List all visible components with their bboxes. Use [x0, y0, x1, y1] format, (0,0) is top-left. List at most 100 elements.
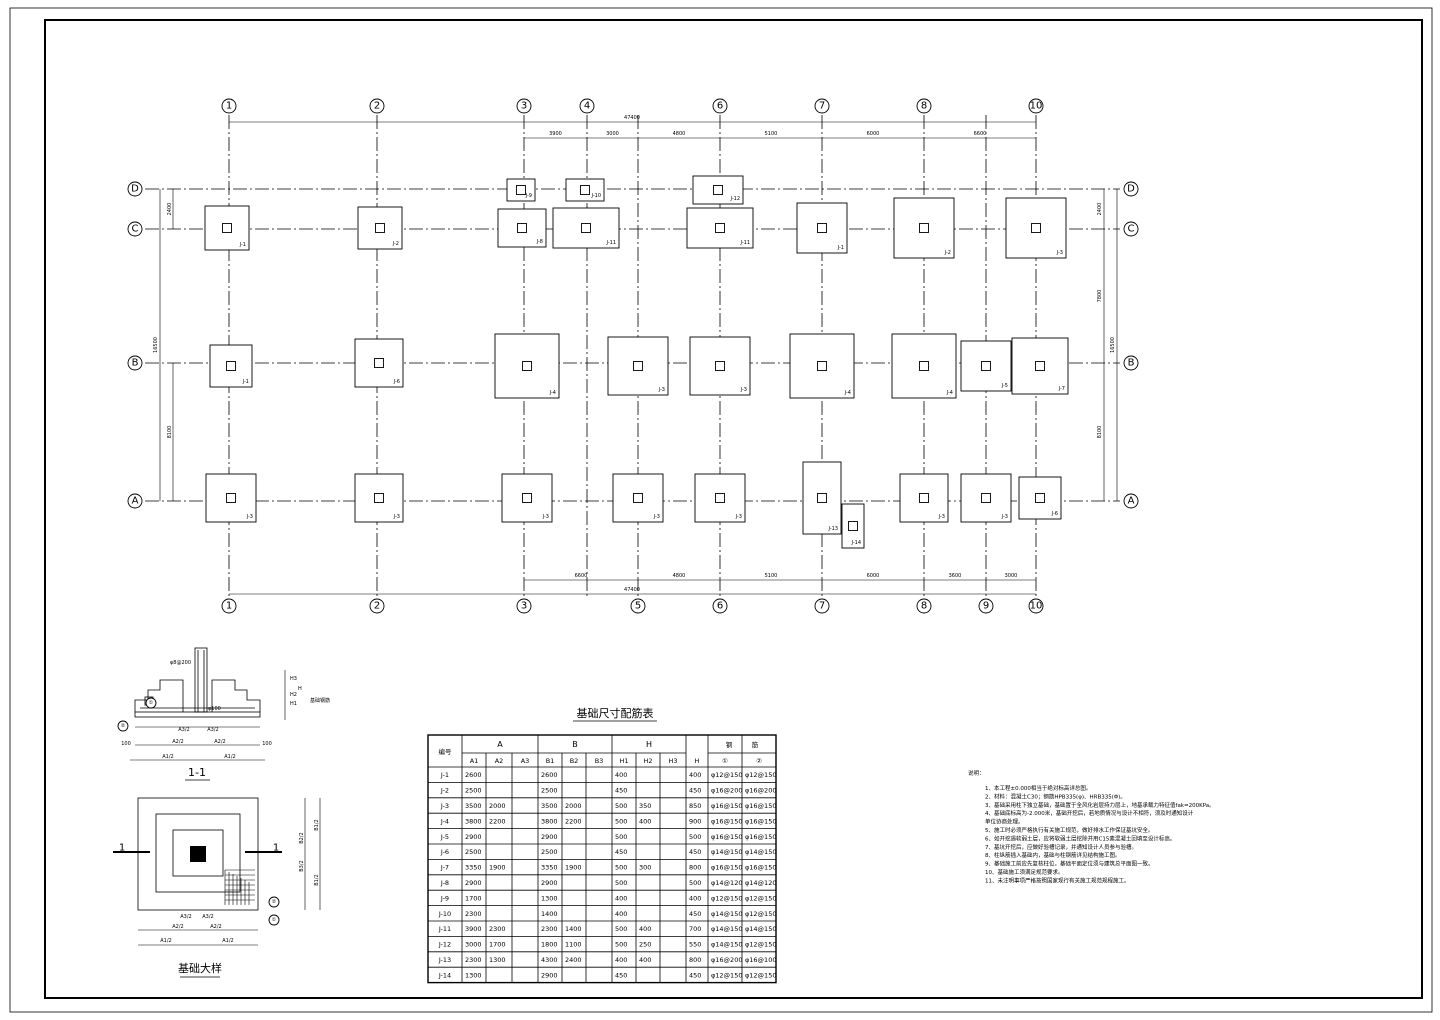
- detail-label: A2/2: [210, 924, 221, 930]
- axis-bubble: [1123, 355, 1139, 371]
- table-cell: 400: [615, 771, 627, 779]
- table-cell: 400: [639, 925, 651, 933]
- table-cell: 1700: [489, 941, 506, 949]
- table-cell: φ16@150: [745, 817, 776, 825]
- axis-bubble: [127, 355, 143, 371]
- axis-bubble: [127, 493, 143, 509]
- table-cell: φ16@200: [711, 956, 742, 964]
- footing-tag: J-2: [392, 241, 399, 247]
- dimension-value: 8100: [167, 426, 173, 439]
- table-cell: 2300: [489, 925, 506, 933]
- table-cell: 2600: [465, 771, 482, 779]
- table-subheader: ②: [756, 757, 762, 765]
- axis-bubble: [221, 598, 237, 614]
- axis-label: C: [132, 224, 139, 235]
- table-cell: 4300: [541, 956, 558, 964]
- table-cell: 2200: [489, 817, 506, 825]
- table-cell: 2300: [465, 910, 482, 918]
- table-cell: J-8: [440, 879, 449, 887]
- table-cell: 400: [615, 910, 627, 918]
- column-square: [919, 223, 929, 233]
- table-subheader: B2: [570, 757, 579, 765]
- footing-tag: J-1: [242, 379, 249, 385]
- column-square: [919, 361, 929, 371]
- table-cell: 350: [639, 802, 651, 810]
- table-cell: 450: [615, 787, 627, 795]
- detail-title: 基础大样: [178, 961, 222, 975]
- table-cell: φ16@200: [711, 787, 742, 795]
- table-cell: 2400: [565, 956, 582, 964]
- footing-tag: J-6: [1051, 511, 1058, 517]
- section-label: φ8@200: [170, 660, 191, 666]
- axis-bubble: [1123, 221, 1139, 237]
- axis-label: 1: [226, 101, 232, 112]
- table-cell: 500: [615, 833, 627, 841]
- column-square: [919, 493, 929, 503]
- table-cell: 1300: [465, 971, 482, 979]
- table-cell: φ12@150: [711, 771, 742, 779]
- table-cell: 2600: [541, 771, 558, 779]
- axis-label: 2: [374, 601, 380, 612]
- column-square: [581, 223, 591, 233]
- detail-label: A3/2: [202, 914, 213, 920]
- rebar-mark: [145, 697, 157, 709]
- table-cell: 400: [615, 894, 627, 902]
- dimension-value: 3600: [949, 573, 962, 579]
- table-cell: 700: [689, 925, 701, 933]
- table-subheader: A3: [521, 757, 530, 765]
- outer-border: [9, 7, 1433, 1013]
- table-cell: 3350: [541, 864, 558, 872]
- table-cell: φ12@150: [711, 971, 742, 979]
- table-cell: φ12@150: [745, 910, 776, 918]
- detail-label: B1/2: [314, 874, 320, 885]
- axis-bubble: [978, 598, 994, 614]
- note-item: 11、未注明事项严格按照国家现行有关施工规范规程施工。: [985, 876, 1130, 884]
- footing-tag: J-1: [837, 245, 844, 251]
- table-cell: J-6: [440, 848, 449, 856]
- table-cell: φ16@150: [745, 864, 776, 872]
- column-square: [981, 361, 991, 371]
- dimension-value: 6600: [974, 131, 987, 137]
- note-item: 单位协商处理。: [985, 818, 1024, 826]
- detail-label: A1/2: [222, 938, 233, 944]
- table-cell: 250: [639, 941, 651, 949]
- axis-label: 3: [521, 601, 527, 612]
- axis-bubble: [516, 98, 532, 114]
- section-label: 基础钢筋: [310, 697, 330, 704]
- table-cell: 2200: [565, 817, 582, 825]
- table-cell: 450: [689, 848, 701, 856]
- axis-bubble: [1028, 598, 1044, 614]
- column-square: [633, 493, 643, 503]
- axis-bubble: [630, 598, 646, 614]
- axis-label: C: [1128, 224, 1135, 235]
- rebar-mark: [268, 896, 280, 908]
- table-cell: 900: [689, 817, 701, 825]
- table-cell: 450: [689, 971, 701, 979]
- column-square: [817, 493, 827, 503]
- axis-bubble: [516, 598, 532, 614]
- column-square: [817, 361, 827, 371]
- table-header: A: [497, 740, 503, 749]
- table-header: 钢: [726, 741, 733, 749]
- table-cell: 1900: [489, 864, 506, 872]
- rebar-mark-label: ②: [121, 723, 126, 729]
- table-subheader: B1: [546, 757, 555, 765]
- table-cell: J-14: [438, 971, 451, 979]
- table-cell: 500: [615, 879, 627, 887]
- detail-label: A3/2: [180, 914, 191, 920]
- note-item: 8、柱纵筋插入基础内，基础与柱钢筋详见结构施工图。: [985, 851, 1121, 859]
- column-square: [715, 493, 725, 503]
- column-square: [1035, 361, 1045, 371]
- table-cell: 1400: [541, 910, 558, 918]
- axis-label: 7: [819, 101, 825, 112]
- table-cell: 400: [615, 956, 627, 964]
- table-cell: 550: [689, 941, 701, 949]
- section-label: H1: [290, 701, 297, 707]
- note-item: 6、如开挖遇软弱土层，应将软弱土层挖除并用C15素混凝土回填至设计标高。: [985, 834, 1175, 842]
- table-cell: φ16@200: [745, 787, 776, 795]
- dimension-value: 6000: [867, 131, 880, 137]
- section-label: A1/2: [224, 754, 235, 760]
